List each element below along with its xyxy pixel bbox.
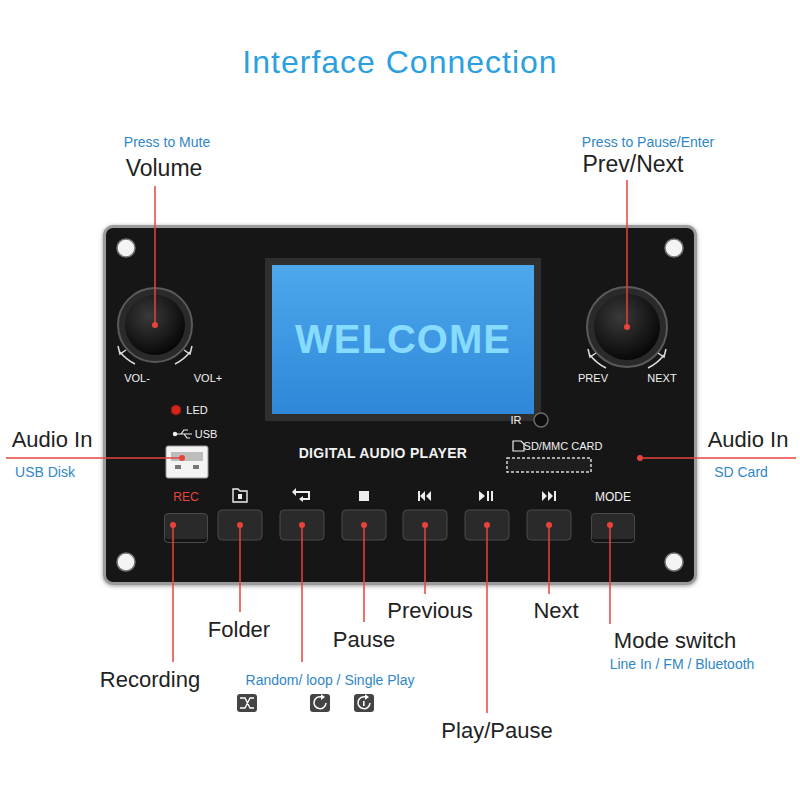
callout-label: Play/Pause xyxy=(441,718,552,744)
panel-marking: VOL+ xyxy=(194,372,222,384)
lcd-screen: WELCOME xyxy=(265,258,541,421)
callout-label: Audio In xyxy=(12,427,93,453)
button-label: REC xyxy=(173,490,198,504)
callout-label: Volume xyxy=(126,155,203,182)
callout-label: Folder xyxy=(208,617,270,643)
callout-note: SD Card xyxy=(714,464,768,480)
panel-marking: USB xyxy=(195,428,218,440)
callout-note: Press to Mute xyxy=(124,134,210,150)
callout-note: USB Disk xyxy=(15,464,75,480)
mode-button: MODE xyxy=(591,513,635,543)
play-mode-icon xyxy=(237,694,374,712)
ir-sensor xyxy=(534,413,548,427)
button-label: MODE xyxy=(595,490,631,504)
leader-line xyxy=(6,180,796,713)
sd-card-slot xyxy=(507,458,591,472)
panel-marking: SD/MMC CARD xyxy=(524,440,603,452)
screen-text: WELCOME xyxy=(295,317,511,362)
callout-label: Pause xyxy=(333,627,395,653)
callout-label: Recording xyxy=(100,667,200,693)
record-button: REC xyxy=(164,513,208,543)
callout-label: Mode switch xyxy=(614,628,736,654)
panel-marking: PREV xyxy=(578,372,608,384)
panel-marking: VOL- xyxy=(124,372,150,384)
callout-note: Random/ loop / Single Play xyxy=(246,672,415,688)
callout-note: Press to Pause/Enter xyxy=(582,134,714,150)
callout-label: Audio In xyxy=(708,427,789,453)
callout-label: Prev/Next xyxy=(583,151,684,178)
led-light xyxy=(171,405,181,415)
panel-marking: LED xyxy=(186,404,207,416)
board-title: DIGITAL AUDIO PLAYER xyxy=(299,445,468,461)
callout-note: Line In / FM / Bluetooth xyxy=(610,656,755,672)
usb-port xyxy=(166,446,208,478)
page-title: Interface Connection xyxy=(0,44,800,81)
panel-marking: NEXT xyxy=(647,372,676,384)
callout-label: Next xyxy=(533,598,578,624)
panel-marking: IR xyxy=(511,414,522,426)
callout-label: Previous xyxy=(387,598,473,624)
